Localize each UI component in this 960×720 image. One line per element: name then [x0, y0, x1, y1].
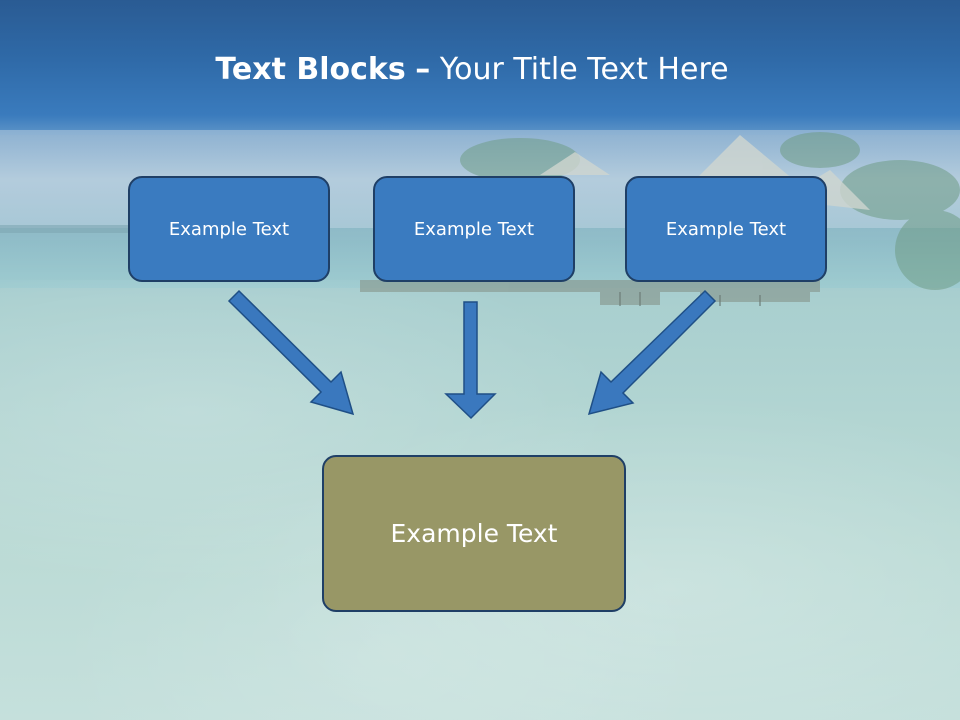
- title-separator: –: [415, 52, 431, 87]
- arrow-down: [444, 301, 497, 420]
- arrow-left-down-left: [587, 289, 717, 416]
- text-block-left: Example Text: [128, 176, 330, 282]
- title-bold: Text Blocks: [215, 52, 406, 87]
- header-band: [0, 0, 960, 135]
- text-block-right: Example Text: [625, 176, 827, 282]
- text-block-center: Example Text: [373, 176, 575, 282]
- title-rest: Your Title Text Here: [439, 52, 729, 87]
- arrow-left-down-right: [227, 289, 355, 416]
- text-block-result: Example Text: [322, 455, 626, 612]
- slide-title: Text Blocks – Your Title Text Here: [0, 52, 944, 87]
